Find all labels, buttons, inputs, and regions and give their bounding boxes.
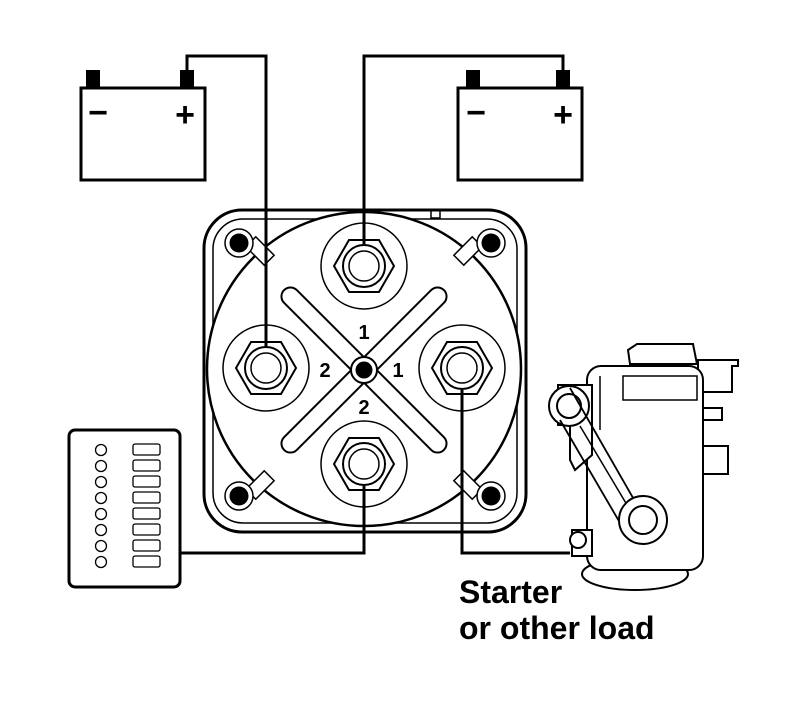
battery-2: − + <box>456 70 584 182</box>
battery-2-positive-label: + <box>553 96 573 134</box>
wire-terminal-bottom-to-panel <box>180 486 366 555</box>
mounting-holes <box>224 228 506 511</box>
terminal-label-bottom: 2 <box>358 397 369 419</box>
battery-switch: 1 2 1 2 <box>202 208 528 534</box>
battery-2-negative-post <box>466 70 480 88</box>
wire-terminal-right-to-starter <box>460 390 570 555</box>
starter-load-label: Starter or other load <box>459 574 655 646</box>
wires <box>180 54 570 555</box>
panel-indicator-lights <box>94 443 108 569</box>
accessory-panel <box>67 428 182 589</box>
terminal-bottom <box>320 420 408 508</box>
battery-1-positive-post <box>180 70 194 88</box>
starter-label-line-2: or other load <box>459 610 655 646</box>
panel-switches <box>132 443 161 568</box>
battery-1-negative-post <box>86 70 100 88</box>
starter-motor <box>548 343 739 591</box>
switch-top-notch <box>430 210 441 219</box>
wire-battery-1-to-terminal-left <box>185 54 268 348</box>
terminal-right <box>418 324 506 412</box>
terminal-left <box>222 324 310 412</box>
wire-battery-2-to-terminal-top <box>362 54 565 244</box>
battery-2-negative-label: − <box>466 94 486 132</box>
battery-1: − + <box>79 70 207 182</box>
terminal-top <box>320 222 408 310</box>
battery-2-positive-post <box>556 70 570 88</box>
terminal-label-top: 1 <box>358 322 369 344</box>
battery-1-negative-label: − <box>88 94 108 132</box>
starter-label-line-1: Starter <box>459 574 563 610</box>
terminal-label-right: 1 <box>392 360 403 382</box>
terminal-label-left: 2 <box>319 360 330 382</box>
battery-1-positive-label: + <box>175 96 195 134</box>
